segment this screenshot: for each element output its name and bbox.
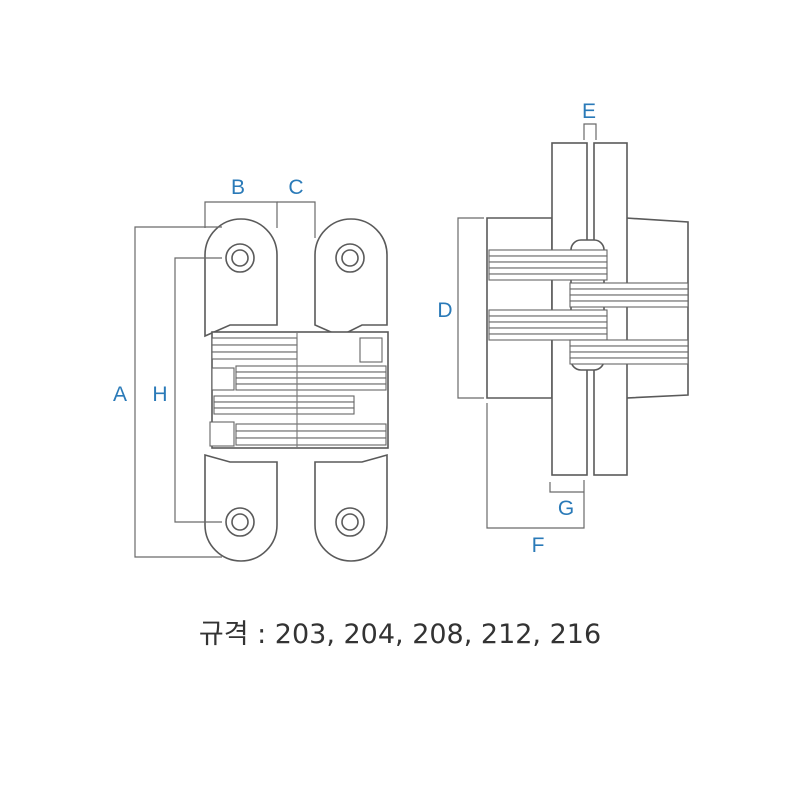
specification-caption: 규격 : 203, 204, 208, 212, 216 (198, 619, 602, 650)
dimension-label-g: G (558, 497, 574, 520)
side-slats-left (488, 249, 608, 341)
side-body-right (625, 217, 689, 399)
right-leaf (314, 218, 388, 337)
side-body-left (486, 217, 553, 399)
dimension-label-c: C (288, 176, 303, 199)
dimension-label-h: H (152, 383, 167, 406)
dimension-label-d: D (437, 299, 452, 322)
dimension-lines (134, 123, 597, 558)
screw-hole-top-right (335, 243, 365, 273)
dimension-label-b: B (231, 176, 245, 199)
hinge-side-view (486, 142, 689, 476)
screw-hole-bottom-right (335, 507, 365, 537)
dimension-label-e: E (582, 100, 596, 123)
dimension-label-f: F (532, 534, 545, 557)
hinge-front-view (204, 218, 389, 562)
hinge-knuckle (209, 331, 389, 449)
screw-hole-top-left (225, 243, 255, 273)
dimension-label-a: A (113, 383, 127, 406)
side-slats-right (569, 282, 689, 365)
screw-hole-bottom-left (225, 507, 255, 537)
left-leaf (204, 218, 278, 338)
